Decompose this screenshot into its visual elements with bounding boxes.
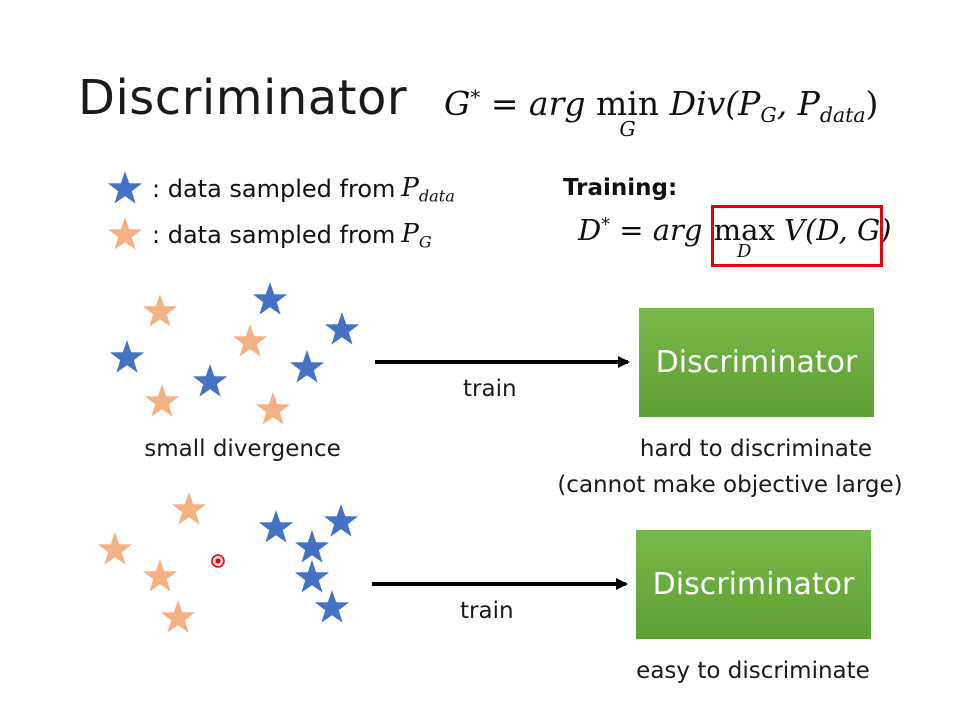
orange-star-icon <box>97 532 133 565</box>
blue-star-icon <box>289 350 325 383</box>
legend-text: : data sampled from <box>152 221 396 249</box>
legend-var: PG <box>401 218 432 252</box>
slide-title: Discriminator <box>78 70 408 126</box>
train-label: train <box>460 598 514 624</box>
blue-star-icon <box>314 590 350 623</box>
orange-star-icon <box>255 392 291 425</box>
result-easy: easy to discriminate <box>636 658 870 684</box>
caption-small-divergence: small divergence <box>144 436 341 462</box>
blue-star-icon <box>252 282 288 315</box>
blue-star-icon <box>324 312 360 345</box>
train-label: train <box>463 376 517 402</box>
orange-star-icon <box>160 600 196 633</box>
blue-star-icon <box>258 510 294 543</box>
training-label: Training: <box>563 175 678 201</box>
legend-item-data: : data sampled from Pdata <box>106 170 455 208</box>
orange-star-icon <box>107 217 143 250</box>
orange-star-icon <box>232 324 268 357</box>
orange-star-icon <box>171 492 207 525</box>
result-hard: hard to discriminate <box>639 436 873 462</box>
discriminator-box: Discriminator <box>636 530 871 639</box>
scatter-small-divergence <box>109 282 360 425</box>
legend-item-generated: : data sampled from PG <box>106 216 432 254</box>
blue-star-icon <box>107 171 143 204</box>
blue-star-icon <box>294 530 330 563</box>
blue-star-icon <box>109 340 145 373</box>
orange-star-icon <box>142 559 178 592</box>
discriminator-box: Discriminator <box>639 308 874 417</box>
highlight-box <box>711 205 883 267</box>
result-hard-note: (cannot make objective large) <box>557 472 903 498</box>
blue-star-icon <box>192 364 228 397</box>
scatter-large-divergence <box>97 492 359 633</box>
orange-star-icon <box>142 294 178 327</box>
blue-star-icon <box>294 560 330 593</box>
orange-star-icon <box>144 384 180 417</box>
legend-text: : data sampled from <box>152 175 396 203</box>
legend-var: Pdata <box>401 172 455 206</box>
laser-pointer-icon <box>211 554 225 568</box>
blue-star-icon <box>323 504 359 537</box>
